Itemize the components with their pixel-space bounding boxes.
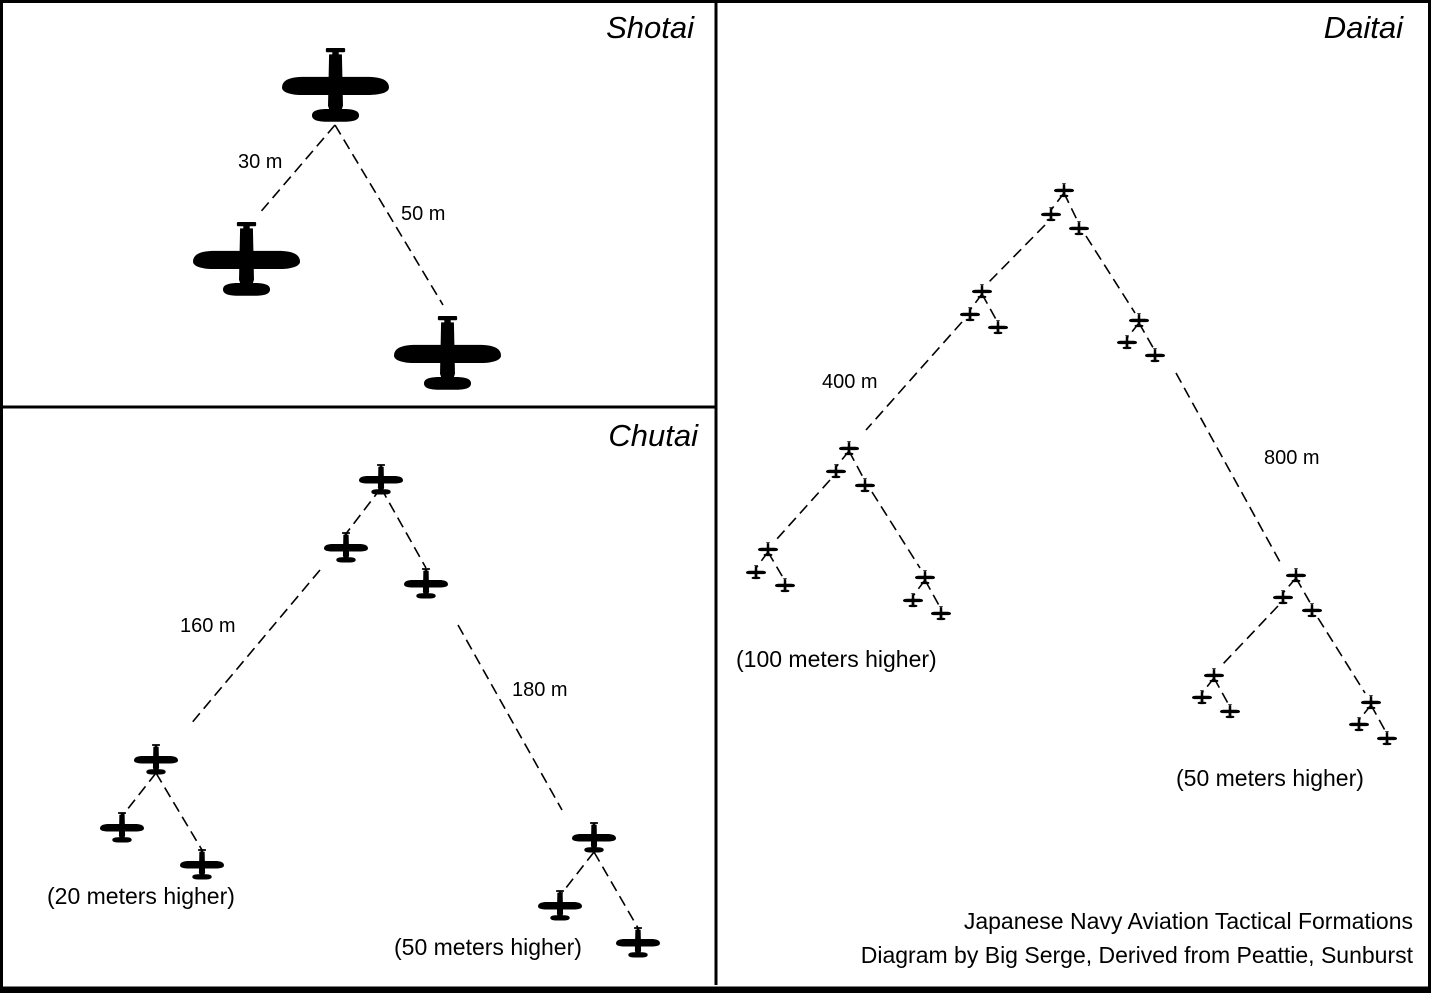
chutai-left-distance-label: 160 m bbox=[180, 615, 236, 637]
aircraft-silhouette-icon bbox=[1129, 313, 1149, 328]
aircraft-silhouette-icon bbox=[746, 565, 766, 580]
daitai-left-distance-label: 400 m bbox=[822, 371, 878, 393]
aircraft-silhouette-icon bbox=[193, 222, 300, 296]
aircraft-silhouette-icon bbox=[758, 542, 778, 557]
formation-links bbox=[122, 124, 1388, 929]
aircraft-silhouette-icon bbox=[1377, 731, 1397, 746]
aircraft-silhouette-icon bbox=[960, 307, 980, 322]
shotai-left-distance-label: 30 m bbox=[238, 151, 282, 173]
aircraft-silhouette-icon bbox=[538, 890, 582, 921]
chutai-right-altitude-note: (50 meters higher) bbox=[394, 934, 582, 960]
aircraft-silhouette-icon bbox=[394, 316, 501, 390]
aircraft-silhouette-icon bbox=[1204, 668, 1224, 683]
daitai-right-altitude-note: (50 meters higher) bbox=[1176, 765, 1364, 791]
aircraft-silhouette-icon bbox=[1145, 348, 1165, 363]
aircraft-silhouette-icon bbox=[931, 606, 951, 621]
caption-title: Japanese Navy Aviation Tactical Formatio… bbox=[964, 908, 1413, 934]
aircraft-silhouette-icon bbox=[1361, 695, 1381, 710]
daitai-left-altitude-note: (100 meters higher) bbox=[736, 646, 937, 672]
aircraft-silhouette-icon bbox=[1069, 221, 1089, 236]
aircraft-silhouette-icon bbox=[100, 812, 144, 843]
aircraft-silhouette-icon bbox=[775, 578, 795, 593]
aircraft-silhouette-icon bbox=[1117, 335, 1137, 350]
aircraft-silhouette-icon bbox=[1192, 690, 1212, 705]
aircraft-silhouette-icon bbox=[1054, 183, 1074, 198]
aircraft-silhouette-icon bbox=[1041, 207, 1061, 222]
aircraft-silhouette-icon bbox=[1220, 704, 1240, 719]
aircraft-silhouette-icon bbox=[134, 744, 178, 775]
aircraft-silhouette-icon bbox=[359, 464, 403, 495]
aircraft-silhouette-icon bbox=[903, 593, 923, 608]
aircraft-silhouette-icon bbox=[616, 927, 660, 958]
aircraft-silhouette-icon bbox=[855, 478, 875, 493]
aircraft-silhouette-icon bbox=[988, 320, 1008, 335]
shotai-right-distance-label: 50 m bbox=[401, 203, 445, 225]
aircraft-silhouette-icon bbox=[282, 48, 389, 122]
shotai-title: Shotai bbox=[606, 10, 695, 45]
aircraft-silhouette-icon bbox=[324, 532, 368, 563]
aircraft-silhouette-icon bbox=[839, 441, 859, 456]
aircraft-silhouette-icon bbox=[572, 822, 616, 853]
aircraft-silhouette-icon bbox=[972, 284, 992, 299]
aircraft-silhouette-icon bbox=[180, 849, 224, 880]
daitai-title: Daitai bbox=[1324, 10, 1404, 45]
aircraft-silhouette-icon bbox=[915, 570, 935, 585]
aircraft-silhouette-icon bbox=[1349, 717, 1369, 732]
aircraft-silhouette-icon bbox=[1286, 568, 1306, 583]
aircraft-silhouette-icon bbox=[404, 568, 448, 599]
aircraft-silhouette-icon bbox=[826, 464, 846, 479]
aircraft-silhouette-icon bbox=[1302, 603, 1322, 618]
caption-credit: Diagram by Big Serge, Derived from Peatt… bbox=[861, 942, 1414, 968]
aircraft-silhouette-icon bbox=[1273, 590, 1293, 605]
chutai-right-distance-label: 180 m bbox=[512, 679, 568, 701]
chutai-left-altitude-note: (20 meters higher) bbox=[47, 883, 235, 909]
chutai-title: Chutai bbox=[608, 418, 699, 453]
aircraft-group bbox=[100, 48, 1397, 958]
daitai-right-distance-label: 800 m bbox=[1264, 447, 1320, 469]
